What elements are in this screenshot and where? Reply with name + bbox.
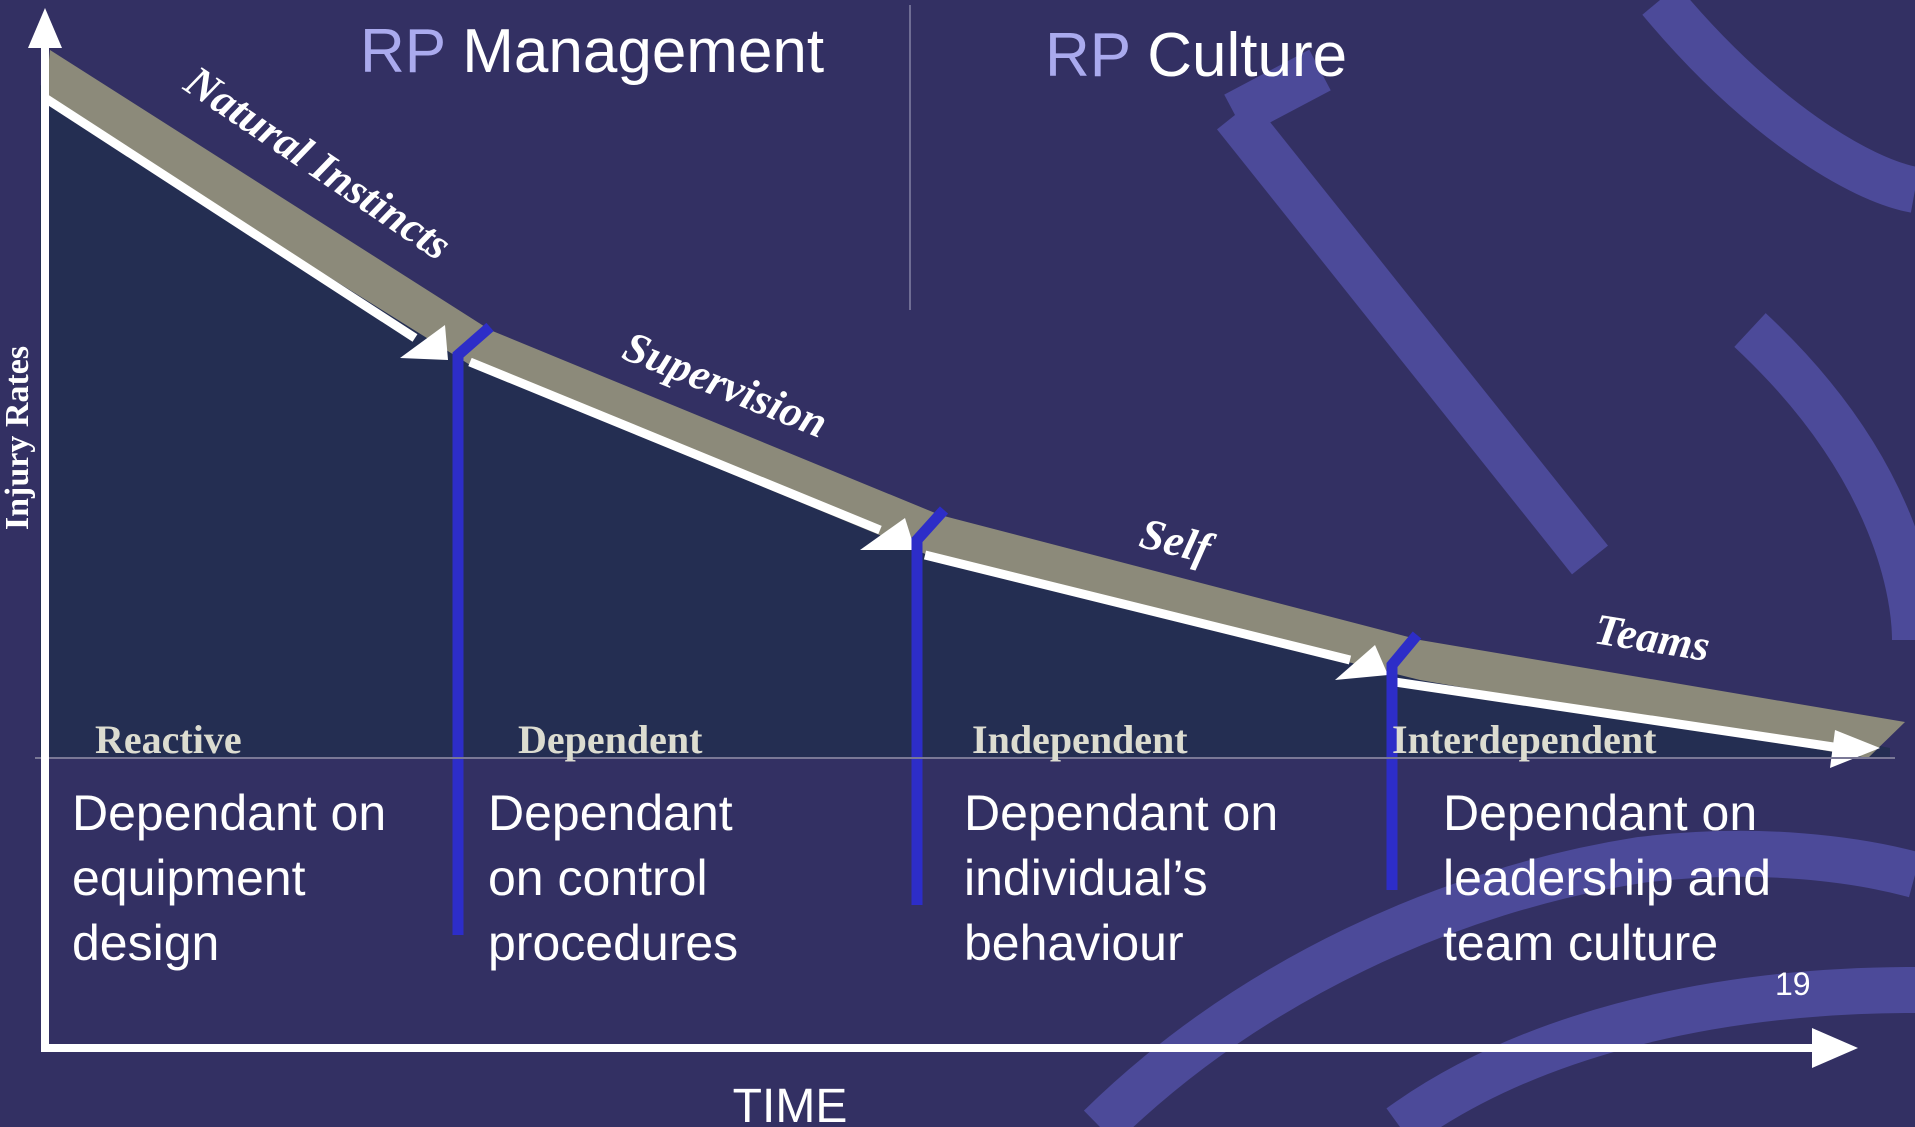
stage-name-dependent: Dependent <box>518 717 703 762</box>
arrow-head-1 <box>400 325 448 360</box>
stage-name-reactive: Reactive <box>95 717 242 762</box>
stage-divider-2 <box>911 506 949 905</box>
axes <box>28 8 1858 1068</box>
label-self: Self <box>1135 509 1220 575</box>
page-number: 19 <box>1775 966 1811 1002</box>
y-axis-label: Injury Rates <box>0 346 36 530</box>
stage-name-interdependent: Interdependent <box>1392 717 1657 762</box>
stage-dividers <box>452 322 1422 935</box>
stage-name-independent: Independent <box>972 717 1188 762</box>
arrow-head-2 <box>860 518 915 550</box>
arrow-supervision <box>468 357 882 535</box>
stage-desc-reactive: Dependant on equipment design <box>72 785 400 971</box>
header-right-prefix: RP <box>1045 21 1130 90</box>
stage-desc-interdependent: Dependant on leadership and team culture <box>1443 785 1785 971</box>
arrow-head-3 <box>1335 645 1388 680</box>
x-axis-arrowhead <box>1812 1028 1858 1068</box>
arrow-teams <box>1394 677 1841 753</box>
header-rp-management: RP Management <box>360 17 824 86</box>
label-teams: Teams <box>1591 604 1713 670</box>
y-axis-arrowhead <box>28 8 62 48</box>
stage-desc-dependent: Dependant on control procedures <box>488 785 747 971</box>
stage-desc-independent: Dependant on individual’s behaviour <box>964 785 1292 971</box>
background-decor <box>1083 0 1915 1127</box>
stage-divider-1 <box>452 322 494 935</box>
arrow-natural-instincts <box>42 94 418 342</box>
injury-area <box>40 85 1890 758</box>
x-axis-label: TIME <box>733 1080 848 1127</box>
header-rp-culture: RP Culture <box>1045 21 1347 90</box>
header-right-title: Culture <box>1147 21 1347 90</box>
stage-divider-3 <box>1386 631 1422 890</box>
header-left-prefix: RP <box>360 17 445 86</box>
arrow-self <box>923 550 1352 665</box>
trend-arrows <box>42 94 1880 768</box>
header-left-title: Management <box>462 17 824 86</box>
